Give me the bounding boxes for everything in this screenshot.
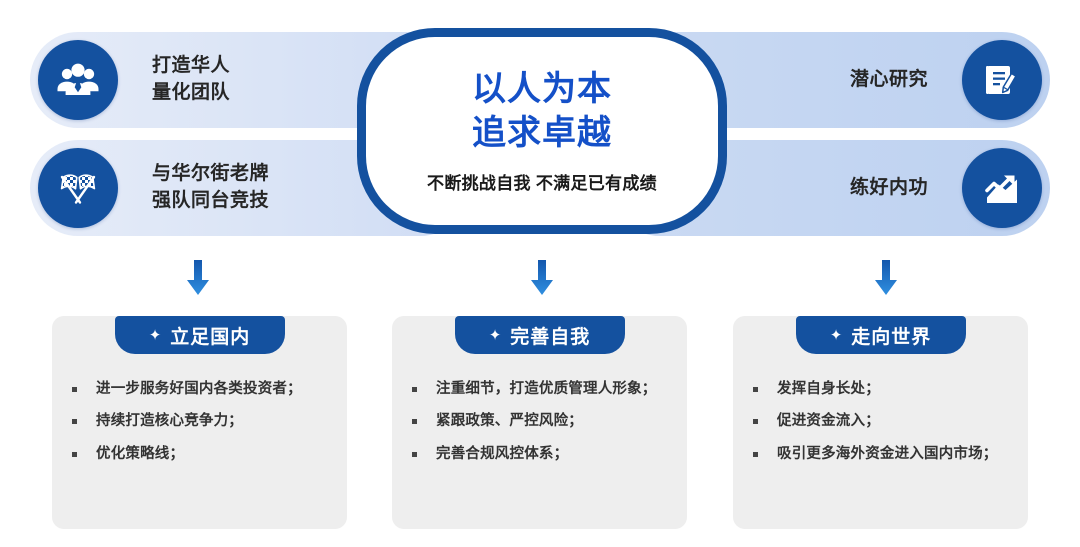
list-item: 持续打造核心竞争力； [66, 410, 329, 433]
diamond-star-icon: ✦ [148, 326, 162, 344]
arrow-down-center [529, 260, 555, 296]
card-banner: ✦ 走向世界 [795, 316, 966, 354]
list-item: 进一步服务好国内各类投资者； [66, 378, 329, 401]
list-item: 促进资金流入； [747, 410, 1010, 433]
pill-label: 打造华人 量化团队 [152, 55, 231, 103]
list-item: 紧跟政策、严控风险； [406, 410, 669, 433]
card-banner: ✦ 立足国内 [114, 316, 285, 354]
card-bullet-list: 注重细节，打造优质管理人形象； 紧跟政策、严控风险； 完善合规风控体系； [392, 316, 687, 466]
list-item: 吸引更多海外资金进入国内市场； [747, 443, 1010, 466]
bullet-icon [72, 387, 77, 392]
card-banner: ✦ 完善自我 [454, 316, 625, 354]
pill-label: 潜心研究 [849, 68, 928, 90]
list-item: 完善合规风控体系； [406, 443, 669, 466]
arrow-down-right [873, 260, 899, 296]
diamond-star-icon: ✦ [829, 326, 843, 344]
list-item: 注重细节，打造优质管理人形象； [406, 378, 669, 401]
bullet-icon [753, 387, 758, 392]
core-values-panel: 以人为本 追求卓越 不断挑战自我 不满足已有成绩 [357, 28, 727, 234]
card-bullet-list: 进一步服务好国内各类投资者； 持续打造核心竞争力； 优化策略线； [52, 316, 347, 466]
bullet-icon [753, 451, 758, 457]
bullet-icon [412, 419, 417, 425]
trend-chart-icon [962, 148, 1042, 228]
diamond-star-icon: ✦ [488, 326, 502, 344]
checkered-flags-icon [38, 148, 118, 228]
bullet-icon [412, 387, 417, 392]
bullet-icon [72, 451, 77, 457]
card-domestic-foundation[interactable]: ✦ 立足国内 进一步服务好国内各类投资者； 持续打造核心竞争力； 优化策略线； [52, 316, 347, 529]
core-values-subtitle: 不断挑战自我 不满足已有成绩 [427, 174, 657, 194]
card-global-expansion[interactable]: ✦ 走向世界 发挥自身长处； 促进资金流入； 吸引更多海外资金进入国内市场； [733, 316, 1028, 529]
card-title: 立足国内 [170, 326, 251, 348]
card-title: 完善自我 [510, 326, 591, 348]
core-values-title: 以人为本 追求卓越 [472, 69, 612, 152]
people-group-icon [38, 40, 118, 120]
pill-label: 练好内功 [849, 176, 928, 198]
arrow-down-left [185, 260, 211, 296]
book-pen-icon [962, 40, 1042, 120]
bullet-icon [753, 419, 758, 425]
list-item: 优化策略线； [66, 443, 329, 466]
bullet-icon [72, 419, 77, 425]
card-bullet-list: 发挥自身长处； 促进资金流入； 吸引更多海外资金进入国内市场； [733, 316, 1028, 466]
bullet-icon [412, 451, 417, 457]
card-self-improvement[interactable]: ✦ 完善自我 注重细节，打造优质管理人形象； 紧跟政策、严控风险； 完善合规风控… [392, 316, 687, 529]
card-title: 走向世界 [851, 326, 932, 348]
list-item: 发挥自身长处； [747, 378, 1010, 401]
pill-label: 与华尔街老牌 强队同台竞技 [152, 163, 270, 211]
